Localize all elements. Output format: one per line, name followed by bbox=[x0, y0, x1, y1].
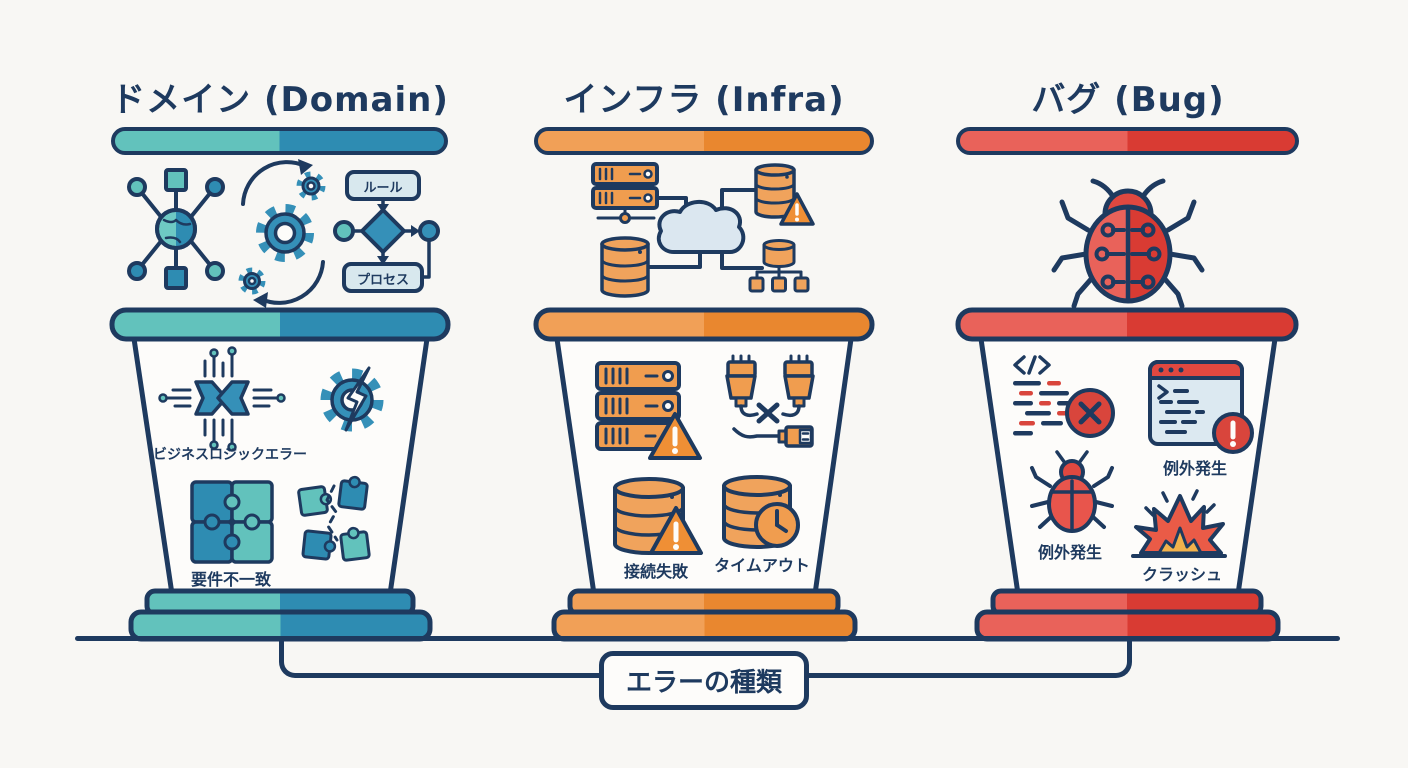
connection-failure-label: 接続失敗 bbox=[623, 562, 689, 581]
ground-line bbox=[75, 636, 1340, 641]
domain-category-bar bbox=[111, 127, 448, 155]
code-error-icon bbox=[1013, 355, 1115, 438]
puzzle-scattered-icon bbox=[297, 475, 371, 562]
bug-title: バグ (Bug) bbox=[1031, 80, 1225, 120]
crash-icon bbox=[1131, 489, 1227, 558]
exception-bug-label: 例外発生 bbox=[1037, 543, 1103, 562]
flowchart-process-label: プロセス bbox=[356, 273, 410, 288]
bug-category-bar bbox=[956, 127, 1299, 155]
broken-gear-icon bbox=[320, 366, 384, 432]
requirement-mismatch-label: 要件不一致 bbox=[190, 570, 272, 589]
domain-bucket bbox=[109, 307, 451, 642]
timeout-label: タイムアウト bbox=[714, 556, 810, 575]
infra-category-bar bbox=[534, 127, 874, 155]
puzzle-fit-icon bbox=[190, 480, 274, 564]
crash-label: クラッシュ bbox=[1141, 565, 1223, 584]
broken-chip-icon bbox=[158, 346, 286, 452]
process-cycle-gears-icon bbox=[238, 159, 326, 308]
footer-category-label: エラーの種類 bbox=[598, 651, 810, 710]
domain-title: ドメイン (Domain) bbox=[111, 80, 449, 120]
server-cloud-database-network-icon bbox=[591, 162, 815, 298]
infra-title: インフラ (Infra) bbox=[563, 80, 845, 120]
business-logic-error-label: ビジネスロジックエラー bbox=[153, 447, 307, 463]
plug-disconnected-icon bbox=[725, 354, 815, 448]
rule-flowchart-icon bbox=[333, 170, 440, 293]
database-clock-icon bbox=[722, 475, 800, 549]
server-warning-icon bbox=[595, 361, 702, 460]
bug-icon bbox=[1030, 450, 1114, 533]
bug-bucket bbox=[955, 307, 1299, 642]
domain-network-icon bbox=[127, 168, 225, 290]
exception-window-icon bbox=[1148, 360, 1254, 454]
database-warning-icon bbox=[613, 477, 703, 555]
infra-bucket bbox=[533, 307, 875, 642]
exception-window-label: 例外発生 bbox=[1162, 459, 1228, 478]
circuit-bug-icon bbox=[1051, 178, 1205, 309]
flowchart-rule-label: ルール bbox=[363, 181, 403, 196]
